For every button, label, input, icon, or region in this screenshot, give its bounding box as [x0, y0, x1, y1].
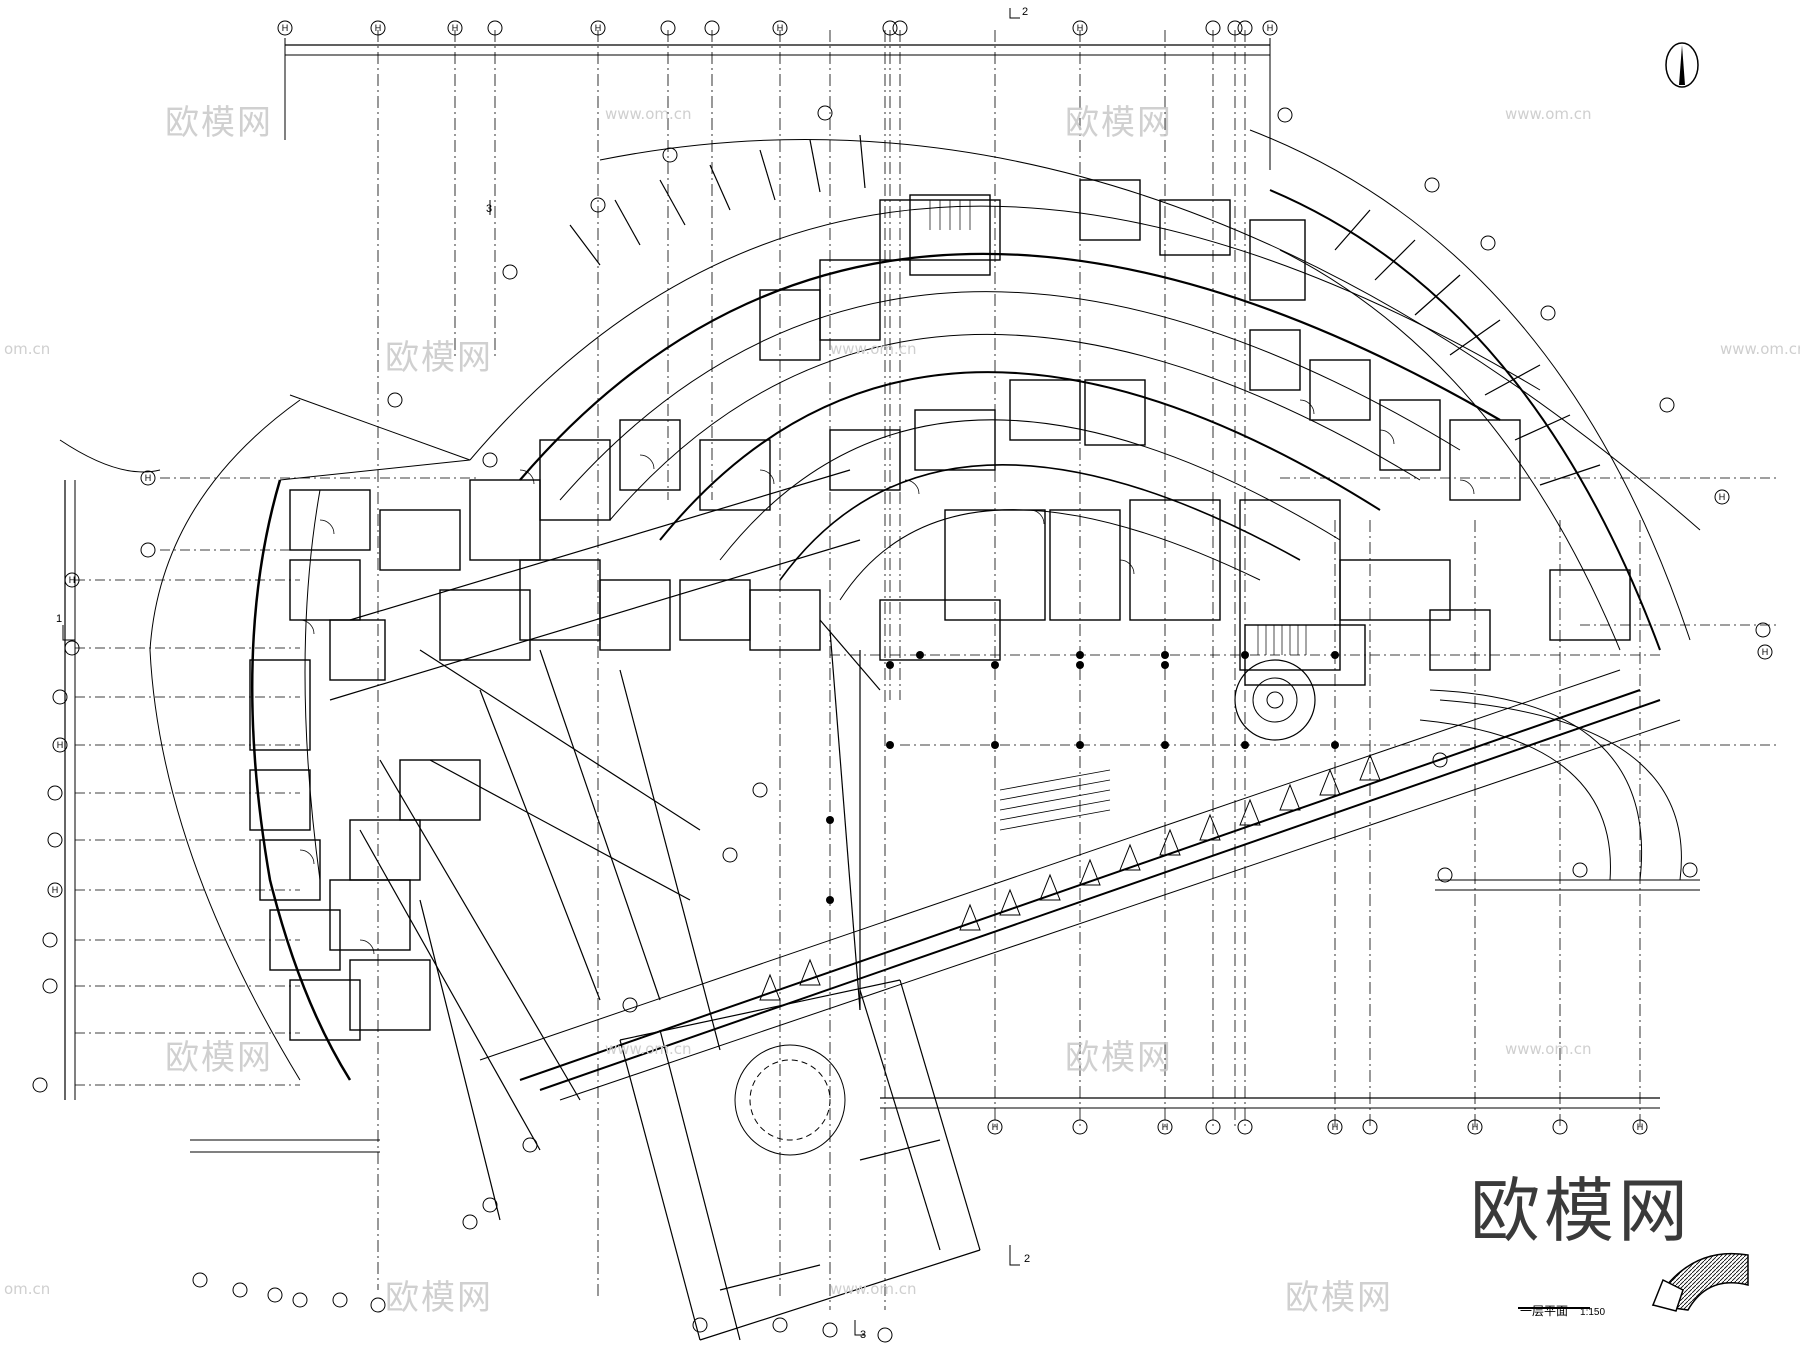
grid-label: H — [1472, 1122, 1479, 1132]
section-mark-2-bottom: 2 — [1024, 1253, 1030, 1265]
grid-label: H — [1637, 1122, 1644, 1132]
grid-label: H — [1162, 1122, 1169, 1132]
key-plan-icon — [1651, 1252, 1749, 1312]
grid-label: H — [145, 473, 152, 483]
section-mark-3-lower: 3 — [860, 1329, 866, 1341]
drawing-scale: 1:150 — [1580, 1307, 1606, 1318]
grid-label: H — [1077, 23, 1084, 33]
drawing-title: 一层平面 — [1520, 1304, 1569, 1318]
section-mark-3-upper: 3 — [486, 203, 492, 215]
grid-label: H — [69, 575, 76, 585]
grid-label: H — [57, 740, 64, 750]
grid-label: H — [282, 23, 289, 33]
grid-label: H — [52, 885, 59, 895]
grid-label: H — [777, 23, 784, 33]
grid-label: H — [375, 23, 382, 33]
brand-watermark: 欧模网 — [1470, 1170, 1692, 1252]
grid-label: H — [1719, 492, 1726, 502]
grid-label: H — [452, 23, 459, 33]
grid-label: H — [1762, 647, 1769, 657]
grid-label: H — [1267, 23, 1274, 33]
section-mark-2-top: 2 — [1022, 6, 1028, 18]
grid-label: H — [992, 1122, 999, 1132]
grid-label: H — [1332, 1122, 1339, 1132]
grid-label: H — [595, 23, 602, 33]
north-arrow-icon — [1665, 42, 1699, 88]
drawing-title-block: 一层平面 1:150 — [1520, 1302, 1605, 1319]
section-mark-1: 1 — [56, 613, 62, 625]
